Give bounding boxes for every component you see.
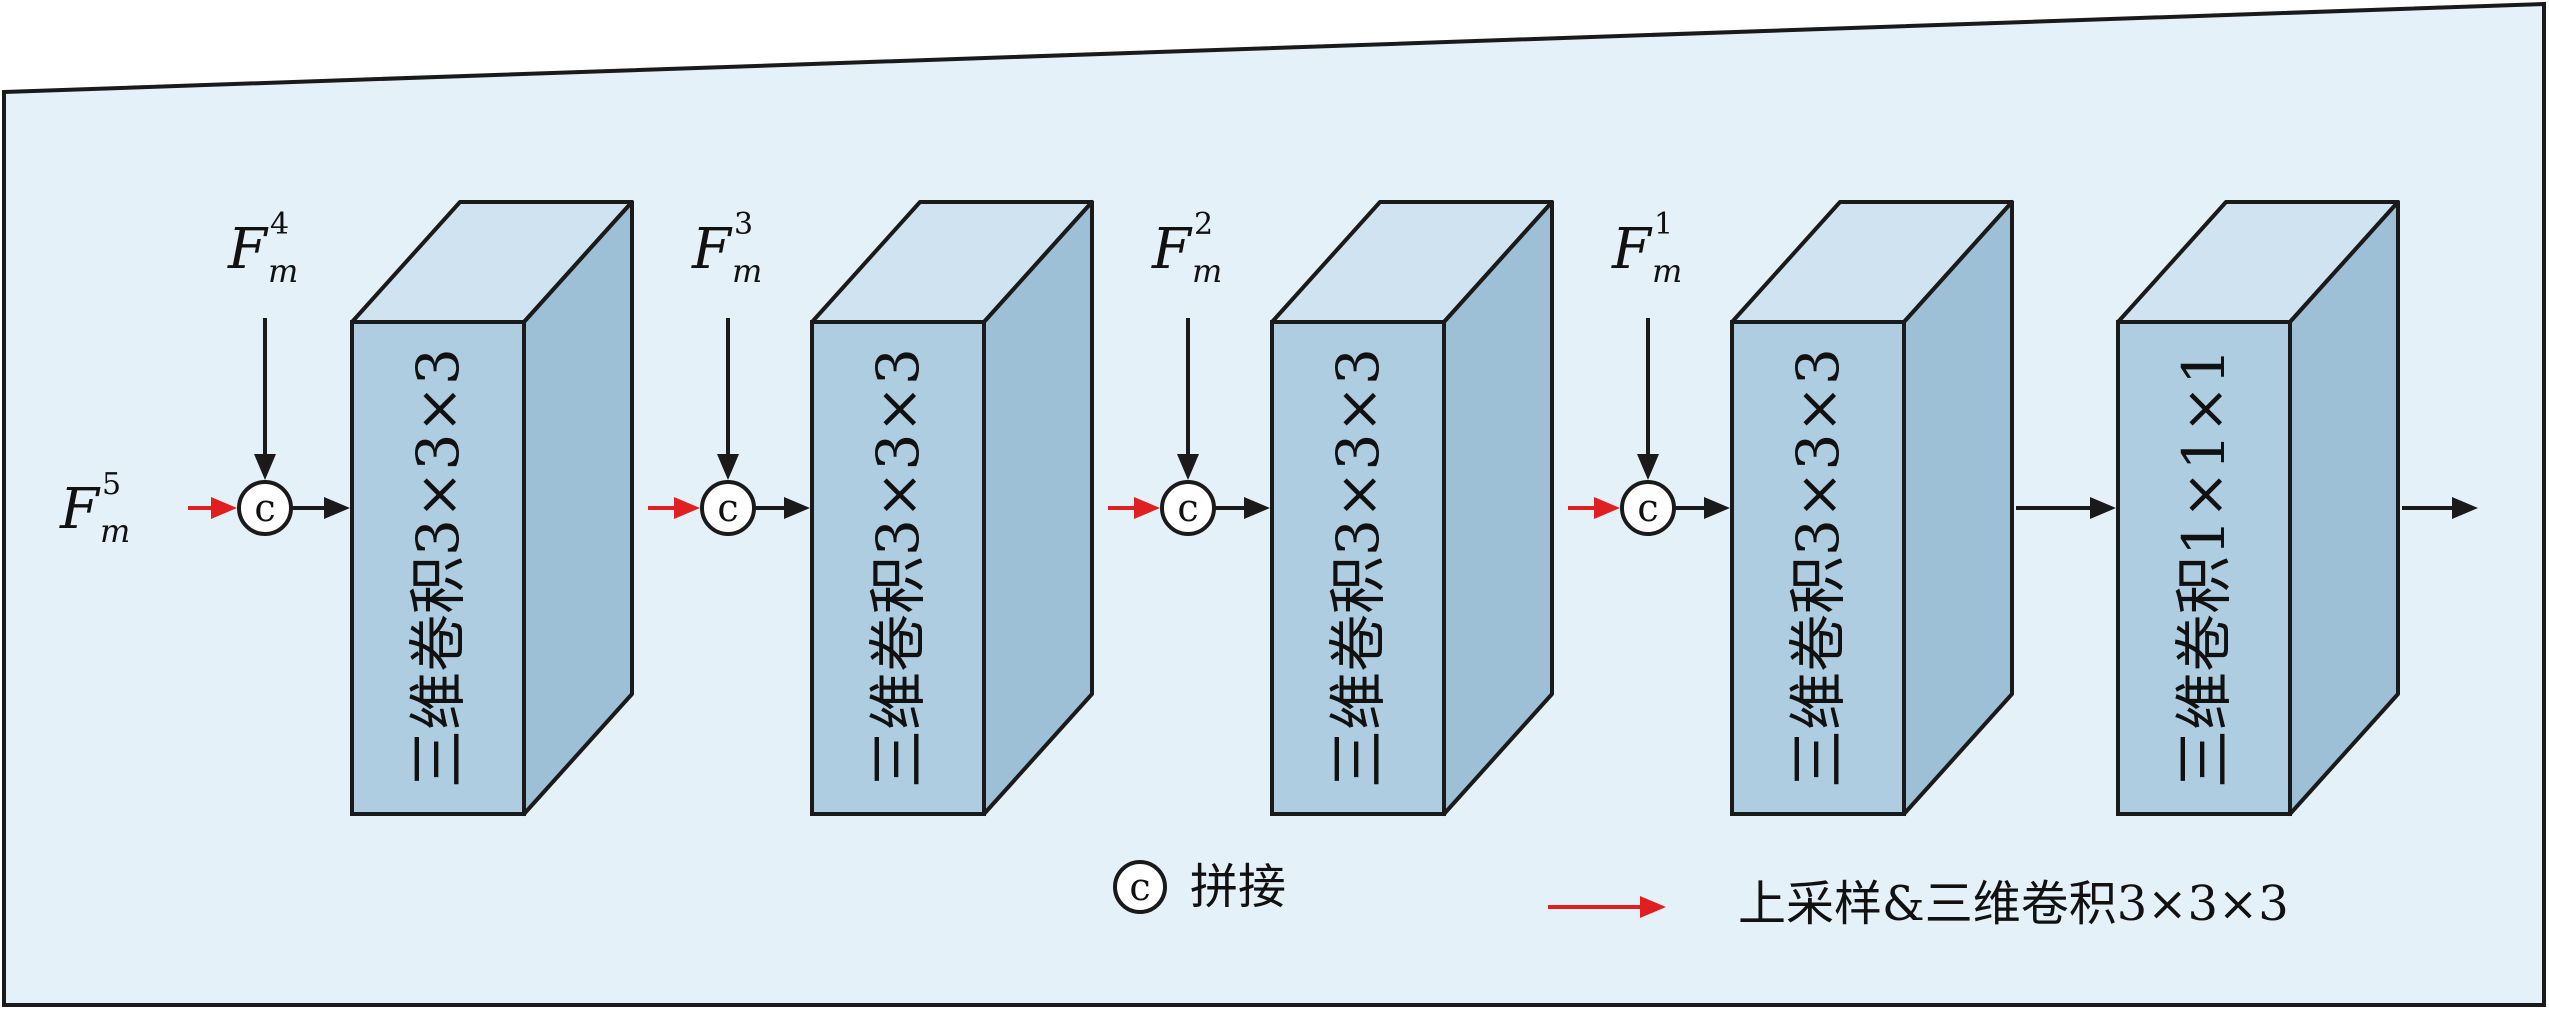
conv-block: 三维卷积3×3×3 — [810, 200, 1094, 816]
conv-block: 三维卷积3×3×3 — [1270, 200, 1554, 816]
connections-layer — [188, 318, 2478, 519]
svg-text:2: 2 — [1194, 207, 1213, 242]
upsample-arrow — [648, 497, 700, 519]
conv-block-front — [1730, 320, 1906, 816]
svg-text:F: F — [1611, 217, 1653, 282]
legend-upsample-label: 上采样&三维卷积3×3×3 — [1738, 876, 2289, 932]
conv-block-label: 三维卷积3×3×3 — [404, 348, 472, 788]
svg-text:m: m — [732, 252, 762, 290]
svg-text:F: F — [59, 477, 101, 542]
conv-block-front — [350, 320, 526, 816]
svg-text:m: m — [268, 252, 298, 290]
legend-concat-symbol-glyph: c — [1129, 865, 1150, 909]
legend-concat-symbol — [1113, 860, 1167, 914]
concat-symbol: c — [254, 486, 275, 530]
svg-text:5: 5 — [102, 467, 121, 502]
blocks-layer: 三维卷积3×3×3 三维卷积3×3×3 三维卷积3×3×3 三维卷积3×3×3 三维卷积… — [350, 200, 2400, 816]
output-arrow — [2402, 497, 2478, 519]
feature-input-arrow — [254, 318, 276, 480]
svg-text:F: F — [227, 217, 269, 282]
concat-to-block-arrow — [1214, 497, 1270, 519]
conv-block: 三维卷积3×3×3 — [1730, 200, 2014, 816]
svg-text:1: 1 — [1654, 207, 1673, 242]
concat-to-block-arrow — [1674, 497, 1730, 519]
concat-node: c — [237, 480, 293, 536]
upsample-arrow — [1108, 497, 1160, 519]
concat-to-block-arrow — [754, 497, 810, 519]
svg-text:F: F — [691, 217, 733, 282]
conv-block-label: 三维卷积3×3×3 — [1784, 348, 1852, 788]
svg-text:3: 3 — [734, 207, 753, 242]
svg-text:4: 4 — [270, 207, 289, 242]
feature-input-arrow — [717, 318, 739, 480]
concat-to-block-arrow — [291, 497, 350, 519]
svg-text:F: F — [1151, 217, 1193, 282]
concat-node: c — [1160, 480, 1216, 536]
conv-block: 三维卷积3×3×3 — [350, 200, 634, 816]
conv-block-label: 三维卷积1×1×1 — [2170, 348, 2238, 788]
conv-block-front — [1270, 320, 1446, 816]
svg-text:m: m — [100, 512, 130, 550]
upsample-arrow — [188, 497, 237, 519]
legend-upsample-arrowhead — [1640, 896, 1666, 918]
concat-symbol: c — [1637, 486, 1658, 530]
legend: c 拼接 上采样&三维卷积3×3×3 — [1113, 859, 2289, 932]
block-to-block-arrow — [2016, 497, 2116, 519]
legend-concat: c 拼接 — [1113, 859, 1286, 915]
concat-symbol: c — [717, 486, 738, 530]
legend-upsample: 上采样&三维卷积3×3×3 — [1548, 876, 2289, 932]
conv-block: 三维卷积1×1×1 — [2116, 200, 2400, 816]
conv-block-label: 三维卷积3×3×3 — [1324, 348, 1392, 788]
svg-text:m: m — [1652, 252, 1682, 290]
conv-block-label: 三维卷积3×3×3 — [864, 348, 932, 788]
upsample-arrow — [1568, 497, 1620, 519]
conv-block-front — [810, 320, 986, 816]
conv-block-front — [2116, 320, 2292, 816]
concat-node: c — [700, 480, 756, 536]
concat-node: c — [1620, 480, 1676, 536]
legend-concat-label: 拼接 — [1190, 859, 1286, 915]
feature-input-arrow — [1637, 318, 1659, 480]
feature-input-arrow — [1177, 318, 1199, 480]
concat-symbol: c — [1177, 486, 1198, 530]
svg-text:m: m — [1192, 252, 1222, 290]
